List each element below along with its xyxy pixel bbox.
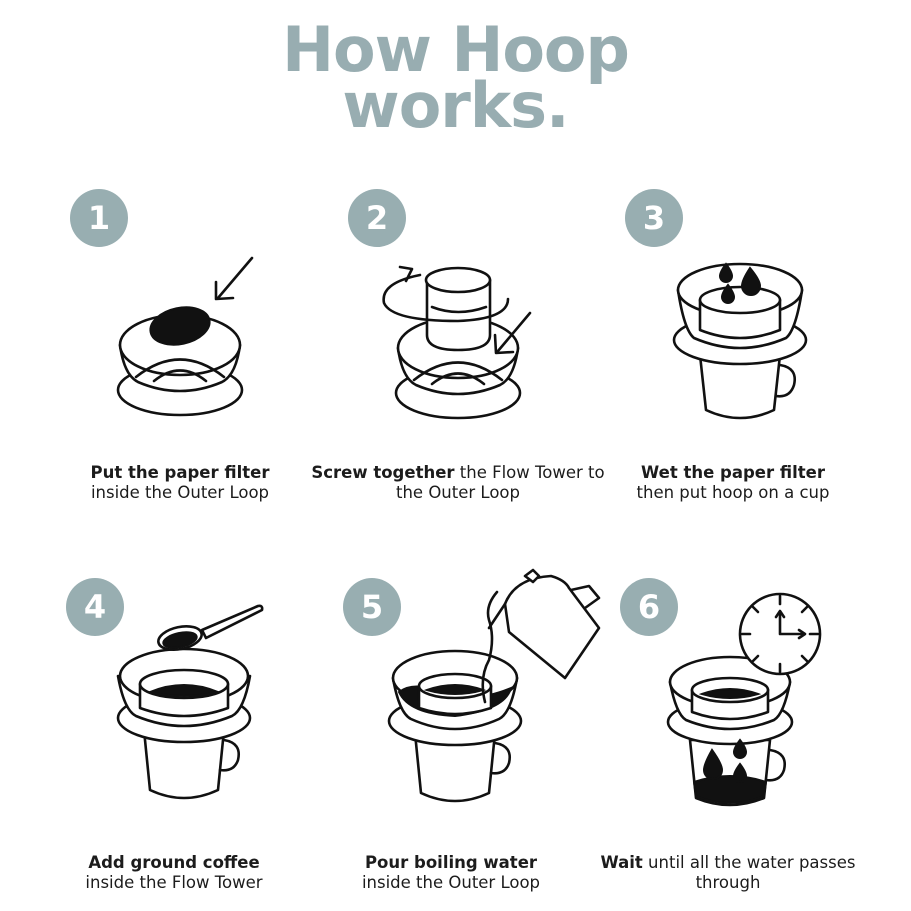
clock-and-dripping-cup-icon <box>666 592 822 807</box>
step-caption-bold: Pour boiling water <box>364 853 538 872</box>
page-title: How Hoop works. <box>0 13 911 142</box>
step-caption: Wet the paper filter then put hoop on a … <box>583 463 883 503</box>
step-caption-bold: Wet the paper filter <box>641 463 825 482</box>
step-caption-text: inside the Flow Tower <box>85 873 263 892</box>
paper-filter-into-outer-loop-icon <box>116 256 254 417</box>
step-caption: Screw together the Flow Tower to the Out… <box>308 463 608 503</box>
step-number-badge: 6 <box>620 578 678 636</box>
step-caption-text: inside the Outer Loop <box>90 483 270 502</box>
step-caption: Wait until all the water passes through <box>578 853 878 893</box>
step-caption: Pour boiling water inside the Outer Loop <box>301 853 601 893</box>
step-caption-text: then put hoop on a cup <box>636 483 830 502</box>
screw-flow-tower-onto-outer-loop-icon <box>382 265 532 420</box>
step-caption-bold: Add ground coffee <box>88 853 260 872</box>
step-caption-text: the Flow Tower to the Outer Loop <box>396 463 605 502</box>
spoon-coffee-into-tower-icon <box>116 604 264 800</box>
title-line-1: How Hoop <box>282 13 630 86</box>
step-caption-text: until all the water passes through <box>642 853 856 892</box>
step-number-badge: 4 <box>66 578 124 636</box>
step-caption: Put the paper filter inside the Outer Lo… <box>30 463 330 503</box>
step-number-badge: 1 <box>70 189 128 247</box>
step-caption-bold: Put the paper filter <box>90 463 270 482</box>
kettle-pouring-water-icon <box>387 568 601 803</box>
step-caption-bold: Screw together <box>311 463 455 482</box>
step-caption-bold: Wait <box>600 853 643 872</box>
step-number-badge: 3 <box>625 189 683 247</box>
step-number-badge: 5 <box>343 578 401 636</box>
step-number-badge: 2 <box>348 189 406 247</box>
step-caption: Add ground coffee inside the Flow Tower <box>24 853 324 893</box>
water-drops-on-hoop-cup-icon <box>672 262 808 420</box>
step-caption-text: inside the Outer Loop <box>361 873 541 892</box>
title-line-2: works. <box>342 69 569 142</box>
